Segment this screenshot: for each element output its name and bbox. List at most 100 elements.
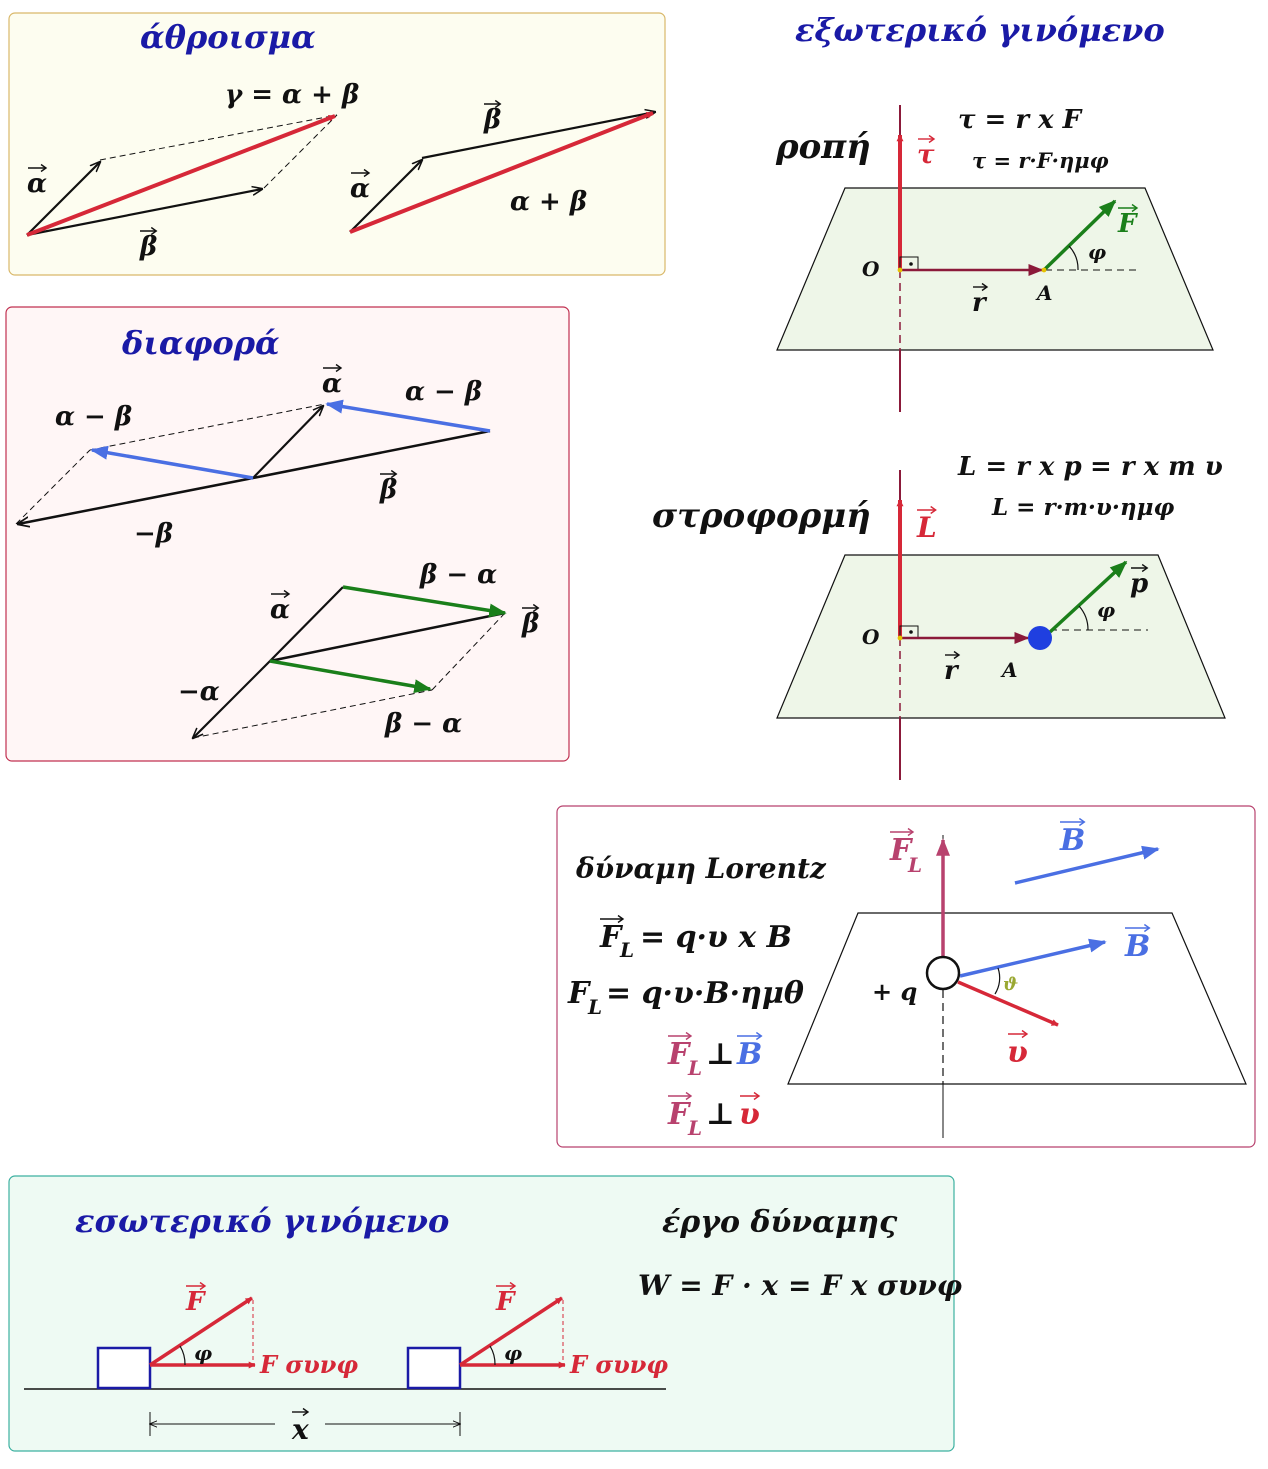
torque-label-F-overbar-head bbox=[1131, 203, 1139, 213]
inner-angle-arc-1 bbox=[179, 1345, 186, 1366]
inner-label-F-1: F bbox=[185, 1287, 206, 1317]
diff-label-a-top-overbar-head bbox=[335, 363, 343, 373]
lorentz-label-v: υ bbox=[1007, 1035, 1028, 1070]
torque-label-tau: τ bbox=[917, 140, 935, 170]
lorentz-vector-B-plane bbox=[959, 938, 1107, 978]
lorentz-perp2-sym: ⊥ bbox=[706, 1097, 735, 1132]
lorentz-label-FL-sub: L bbox=[907, 853, 922, 877]
sum-vector-b bbox=[26, 189, 262, 237]
lorentz-perp2-sub: L bbox=[687, 1116, 702, 1140]
sum2-label-a: α bbox=[350, 174, 370, 204]
diff-label-a2-overbar-head bbox=[283, 589, 291, 599]
inner-panel-frame bbox=[8, 1175, 955, 1452]
lorentz-label-FL-overbar-head bbox=[907, 827, 915, 837]
diff-vector-neg-b bbox=[18, 476, 254, 524]
lorentz-label-charge: + q bbox=[872, 977, 917, 1006]
lorentz-plane bbox=[787, 912, 1247, 1085]
lorentz-formula-mag-sub: L bbox=[587, 995, 602, 1019]
sum-formula: γ = α + β bbox=[225, 80, 359, 110]
lorentz-perp2-F: F bbox=[667, 1097, 692, 1132]
angmom-magnitude: L = r·m·υ·ημφ bbox=[991, 494, 1174, 521]
torque-point-A bbox=[1041, 267, 1047, 273]
lorentz-perp1-B-overbar-head bbox=[755, 1031, 763, 1041]
inner-product-panel: εσωτερικό γινόμενο έργο δύναμης W = F · … bbox=[8, 1175, 963, 1452]
inner-angle-arc-2 bbox=[489, 1345, 496, 1366]
diff-label-neg-a: −α bbox=[178, 677, 220, 707]
sum2-vector-a bbox=[349, 160, 422, 233]
diff-vector-b-line bbox=[252, 429, 491, 480]
diff-vector-a-minus-b-left bbox=[90, 445, 254, 480]
lorentz-perp1-sym: ⊥ bbox=[706, 1037, 735, 1072]
diff-label-b-minus-a-bottom: β − α bbox=[384, 709, 462, 739]
torque-label-r: r bbox=[972, 288, 988, 318]
inner-label-F-2: F bbox=[495, 1287, 516, 1317]
lorentz-angle-arc bbox=[994, 967, 1001, 995]
lorentz-label-v-overbar-head bbox=[1021, 1029, 1029, 1039]
diff-vector-a-minus-b-right bbox=[325, 399, 491, 433]
angmom-label-p-overbar-head bbox=[1141, 563, 1149, 573]
inner-label-x-overbar-head bbox=[302, 1407, 310, 1417]
inner-vector-F-2 bbox=[459, 1296, 563, 1367]
sum-dashed-right bbox=[263, 114, 338, 189]
lorentz-label-FL: F bbox=[889, 833, 914, 868]
diff-vector-a bbox=[252, 406, 323, 479]
torque-origin-point bbox=[897, 267, 903, 273]
sum2-label-apb: α + β bbox=[510, 187, 587, 217]
torque-label-r-overbar-head bbox=[981, 282, 989, 292]
lorentz-formula-vec-sub: L bbox=[619, 938, 634, 962]
sum-panel-frame bbox=[8, 12, 666, 276]
torque-vector-F bbox=[1042, 199, 1117, 272]
sum-label-b-overbar-head bbox=[150, 226, 158, 236]
diff-dashed-right2 bbox=[431, 612, 506, 691]
torque-right-angle-dot bbox=[909, 262, 913, 266]
diff-label-b: β bbox=[379, 475, 397, 505]
torque-label-A: A bbox=[1035, 281, 1053, 305]
diff-label-a-top: α bbox=[322, 369, 342, 399]
diff-label-a-minus-b-right: α − β bbox=[405, 377, 482, 407]
diff-dashed-left bbox=[15, 449, 91, 525]
lorentz-panel-frame bbox=[556, 805, 1256, 1148]
angmom-label: στροφορμή bbox=[652, 496, 871, 536]
diff-vector-a2 bbox=[269, 586, 344, 662]
sum-panel: άθροισμα γ = α + β α β α β α + β bbox=[8, 12, 666, 276]
vector-overbars bbox=[28, 99, 1151, 1417]
inner-title: εσωτερικό γινόμενο bbox=[75, 1202, 449, 1240]
inner-label-F-1-overbar-head bbox=[199, 1281, 207, 1291]
lorentz-label-B-plane-overbar-head bbox=[1143, 923, 1151, 933]
angmom-vector-p bbox=[1048, 560, 1128, 634]
diff-label-b2-overbar-head bbox=[532, 603, 540, 613]
lorentz-panel: δύναμη Lorentz F L = q·υ x B F L = q·υ·B… bbox=[556, 805, 1256, 1148]
lorentz-perp2-v-overbar-head bbox=[753, 1091, 761, 1101]
outer-product-section: εξωτερικό γινόμενο ροπή τ = r x F τ = r·… bbox=[652, 11, 1226, 780]
angmom-label-r-overbar-head bbox=[953, 650, 961, 660]
lorentz-perp1-B: B bbox=[736, 1037, 762, 1072]
lorentz-perp1-F-overbar-head bbox=[685, 1031, 693, 1041]
lorentz-label-B-top-overbar-head bbox=[1078, 817, 1086, 827]
angmom-plane bbox=[776, 554, 1226, 719]
diff-vector-b-minus-a-top bbox=[342, 585, 507, 618]
inner-block-2 bbox=[406, 1346, 462, 1390]
lorentz-formula-vec-F-overbar-head bbox=[617, 914, 625, 924]
lorentz-label-theta: ϑ bbox=[1003, 974, 1018, 995]
lorentz-vector-B-free bbox=[1014, 845, 1160, 885]
angmom-label-phi: φ bbox=[1097, 598, 1115, 622]
lorentz-formula-vec-rhs: = q·υ x B bbox=[640, 920, 792, 955]
torque-label-O: O bbox=[862, 257, 880, 281]
inner-label-Fcos-1: F συνφ bbox=[259, 1350, 358, 1379]
torque-label-F: F bbox=[1117, 209, 1138, 239]
angmom-angle-arc bbox=[1078, 605, 1089, 631]
lorentz-title: δύναμη Lorentz bbox=[575, 852, 827, 885]
work-formula: W = F · x = F x συνφ bbox=[638, 1269, 963, 1302]
diff-vector-b2 bbox=[269, 611, 506, 663]
torque-label-tau-overbar-head bbox=[928, 134, 936, 144]
sum2-vector-b bbox=[421, 112, 655, 160]
sum-vector-gamma bbox=[26, 114, 336, 237]
work-title: έργο δύναμης bbox=[662, 1205, 898, 1240]
angmom-label-r: r bbox=[944, 656, 960, 686]
diff-label-neg-b: −β bbox=[134, 519, 173, 549]
torque-angle-arc bbox=[1068, 245, 1079, 271]
diff-panel-frame bbox=[5, 306, 570, 762]
angmom-origin-point bbox=[897, 635, 903, 641]
diff-label-b-overbar-head bbox=[390, 469, 398, 479]
